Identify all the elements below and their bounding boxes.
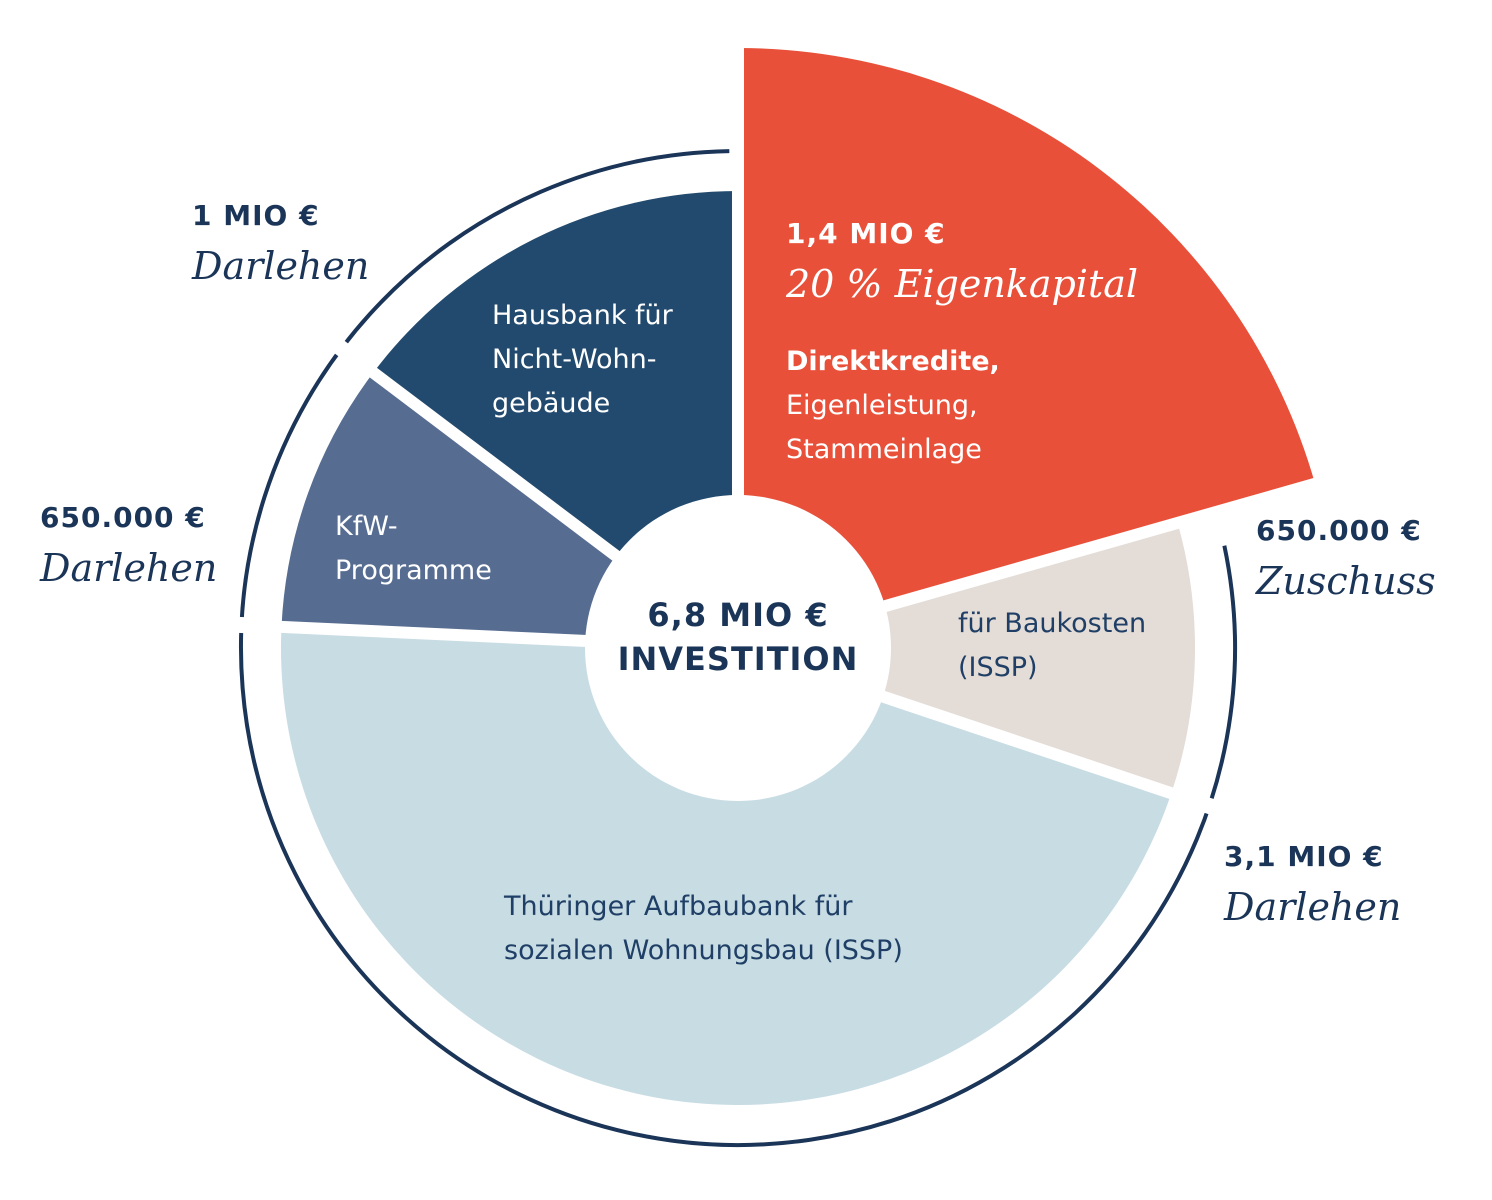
label-amount-eigenkapital: 1,4 MIO € bbox=[786, 217, 946, 250]
label-type-kfw: Darlehen bbox=[39, 546, 217, 590]
label-amount-aufbaubank: 3,1 MIO € bbox=[1224, 840, 1384, 873]
slice-separator bbox=[128, 613, 596, 648]
slice-separator bbox=[247, 275, 628, 567]
slice-separator bbox=[871, 687, 1319, 848]
label-type-hausbank: Darlehen bbox=[191, 244, 369, 288]
label-desc-hausbank: gebäude bbox=[492, 388, 610, 419]
slice-aufbaubank bbox=[281, 626, 1172, 1105]
label-amount-hausbank: 1 MIO € bbox=[192, 199, 320, 232]
label-desc-aufbaubank: Thüringer Aufbaubank für bbox=[503, 891, 853, 922]
label-type-zuschuss: Zuschuss bbox=[1255, 559, 1436, 603]
label-desc-zuschuss: für Baukosten bbox=[958, 608, 1146, 639]
label-desc-kfw: Programme bbox=[335, 555, 492, 586]
label-desc-eigenkapital: Direktkredite, bbox=[786, 346, 1000, 377]
slice-eigenkapital bbox=[738, 48, 1316, 608]
label-desc-hausbank: Nicht-Wohn- bbox=[492, 344, 657, 375]
outer-ring-arc bbox=[239, 149, 1237, 1147]
label-desc-hausbank: Hausbank für bbox=[492, 300, 674, 331]
label-amount-kfw: 650.000 € bbox=[40, 501, 206, 534]
center-total-label: INVESTITION bbox=[618, 640, 859, 678]
center-total-amount: 6,8 MIO € bbox=[647, 596, 828, 634]
donut-slices bbox=[128, 38, 1327, 1105]
center-hole bbox=[585, 495, 891, 801]
label-desc-zuschuss: (ISSP) bbox=[958, 652, 1038, 683]
label-desc-kfw: KfW- bbox=[335, 511, 398, 542]
label-type-eigenkapital: 20 % Eigenkapital bbox=[785, 262, 1138, 306]
slice-labels: 1,4 MIO € 20 % EigenkapitalDirektkredite,… bbox=[39, 199, 1436, 966]
label-desc-aufbaubank: sozialen Wohnungsbau (ISSP) bbox=[504, 935, 903, 966]
slice-separator bbox=[873, 475, 1327, 615]
label-type-aufbaubank: Darlehen bbox=[1223, 885, 1401, 929]
slice-hausbank bbox=[373, 191, 738, 559]
label-amount-zuschuss: 650.000 € bbox=[1256, 514, 1422, 547]
slice-kfw bbox=[281, 372, 620, 642]
label-desc-eigenkapital: Eigenleistung, bbox=[786, 390, 978, 421]
label-desc-eigenkapital: Stammeinlage bbox=[786, 434, 982, 465]
